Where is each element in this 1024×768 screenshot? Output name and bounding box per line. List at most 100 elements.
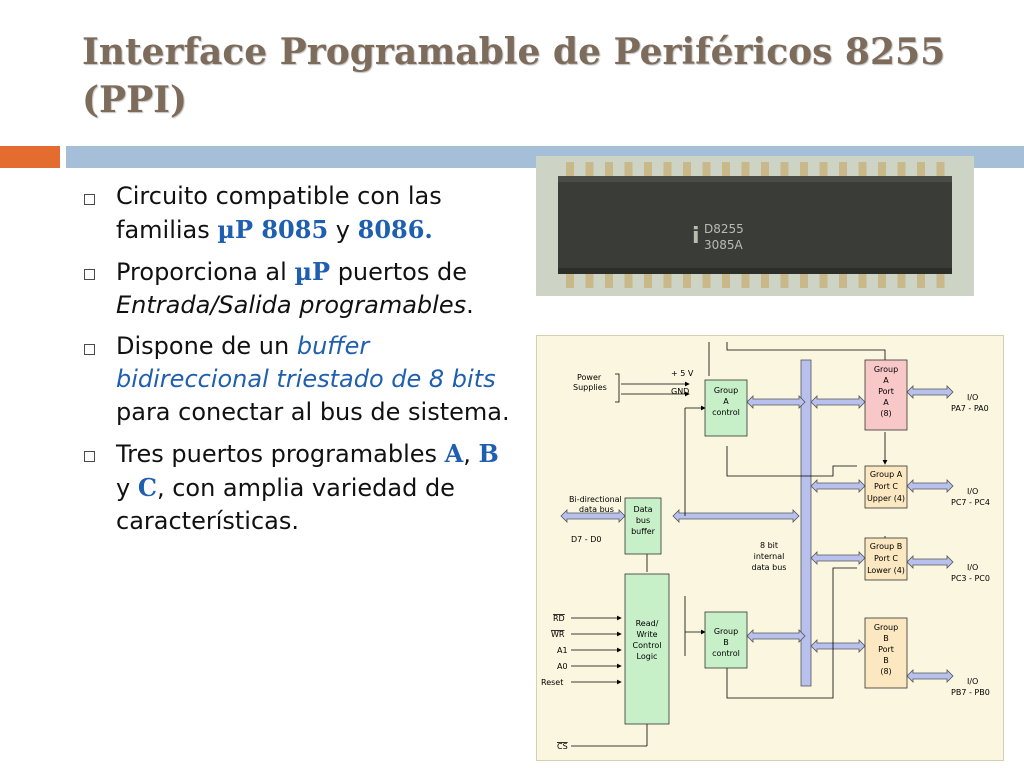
- italic-text: Entrada/Salida programables: [116, 291, 467, 319]
- chip-pin: [585, 162, 594, 178]
- italic-blue-text: buffer bidireccional triestado de 8 bits: [116, 332, 496, 393]
- bullet-text: y: [116, 474, 138, 502]
- chip-pin: [761, 272, 769, 288]
- block-label: A: [723, 397, 729, 406]
- chip-illustration: i D8255 3085A: [536, 156, 974, 296]
- chip-pin: [663, 272, 672, 288]
- label-gnd: GND: [671, 387, 689, 396]
- bullet-square-icon: [84, 451, 95, 462]
- chip-pin: [897, 272, 906, 288]
- slide-title: Interface Programable de Periféricos 825…: [82, 31, 946, 121]
- group-b-port-b-block: [864, 617, 908, 689]
- block-label: buffer: [631, 527, 656, 536]
- chip-photo: i D8255 3085A: [536, 156, 974, 296]
- block-label: Logic: [637, 652, 658, 661]
- chip-pin: [722, 162, 730, 178]
- read-write-control-block: [624, 573, 670, 725]
- chip-pin: [644, 272, 652, 288]
- group-a-port-a-block: [864, 359, 908, 431]
- bullet-square-icon: [84, 194, 95, 205]
- block-label: Group: [874, 623, 898, 632]
- block-label: control: [712, 649, 740, 658]
- block-label: Port C: [874, 554, 898, 563]
- chip-pins-top: [566, 162, 945, 178]
- chip-pin: [858, 272, 867, 288]
- highlight-port-c: C: [137, 473, 157, 502]
- label-a0: A0: [557, 662, 568, 671]
- chip-pin: [566, 272, 574, 288]
- chip-pin: [683, 272, 691, 288]
- chip-pin: [663, 162, 672, 178]
- block-label: control: [712, 408, 740, 417]
- chip-pin: [605, 272, 613, 288]
- data-bus-buffer-block: [624, 497, 662, 555]
- label-reset: Reset: [541, 678, 563, 687]
- group-a-control-block: [704, 379, 748, 437]
- block-label: Group A: [870, 470, 903, 479]
- chip-pin: [819, 162, 828, 178]
- label-power: Power: [577, 373, 602, 382]
- accent-bar-orange: [0, 146, 60, 168]
- chip-pin: [800, 272, 808, 288]
- chip-pin: [917, 272, 925, 288]
- chip-pin: [878, 272, 886, 288]
- chip-pin: [624, 162, 633, 178]
- block-label: Group: [714, 386, 738, 395]
- chip-pin: [702, 162, 711, 178]
- bullet-item: Circuito compatible con las familias µP …: [84, 180, 514, 247]
- chip-pin: [605, 162, 613, 178]
- label-io: I/O: [967, 563, 978, 572]
- label-pcl: PC3 - PC0: [951, 574, 990, 583]
- highlight-port-b: B: [478, 439, 499, 468]
- internal-bus: [800, 359, 812, 687]
- block-label: Control: [633, 641, 662, 650]
- chip-pin: [761, 162, 769, 178]
- chip-pin: [741, 162, 750, 178]
- block-label: Group: [874, 365, 898, 374]
- label-supplies: Supplies: [573, 383, 607, 392]
- chip-pin: [780, 272, 789, 288]
- block-label: B: [883, 656, 889, 665]
- label-internal-bus: internal: [754, 552, 785, 561]
- bullet-text: ,: [463, 440, 479, 468]
- bullet-square-icon: [84, 344, 95, 355]
- bullet-text: puertos de: [330, 258, 467, 286]
- block-label: B: [883, 634, 889, 643]
- bullet-text: Circuito compatible con las familias: [116, 182, 442, 244]
- bullet-item: Dispone de un buffer bidireccional tries…: [84, 330, 514, 429]
- bullet-text: Dispone de un: [116, 332, 297, 360]
- label-5v: + 5 V: [671, 369, 694, 378]
- label-data-bus: data bus: [579, 505, 614, 514]
- chip-pin: [819, 272, 828, 288]
- chip-pin: [644, 162, 652, 178]
- bullet-text: , con amplia variedad de características…: [116, 474, 455, 535]
- chip-pin: [936, 162, 945, 178]
- chip-pin: [897, 162, 906, 178]
- chip-pin: [585, 272, 594, 288]
- bullet-item: Tres puertos programables A, B y C, con …: [84, 437, 514, 538]
- bullet-text: Tres puertos programables: [116, 440, 445, 468]
- chip-pin: [839, 162, 847, 178]
- chip-pin: [936, 272, 945, 288]
- group-b-control-block: [704, 611, 748, 669]
- block-label: Group B: [870, 542, 902, 551]
- chip-pin: [917, 162, 925, 178]
- chip-pin: [780, 162, 789, 178]
- chip-pin: [741, 272, 750, 288]
- block-label: B: [723, 638, 729, 647]
- port-c-lower-block: [864, 537, 908, 581]
- bullet-text: y: [328, 216, 358, 244]
- block-label: Data: [633, 505, 652, 514]
- highlight-port-a: A: [444, 439, 464, 468]
- highlight-8086: 8086.: [357, 215, 433, 244]
- bullet-text: .: [466, 291, 474, 319]
- block-label: (8): [880, 667, 891, 676]
- block-label: A: [883, 398, 889, 407]
- chip-pin: [839, 272, 847, 288]
- block-label: Upper (4): [867, 494, 905, 503]
- block-label: Write: [636, 630, 657, 639]
- bullet-list: Circuito compatible con las familias µP …: [84, 180, 514, 546]
- chip-pin: [702, 272, 711, 288]
- label-rd: RD: [553, 614, 565, 623]
- block-label: Port: [878, 387, 894, 396]
